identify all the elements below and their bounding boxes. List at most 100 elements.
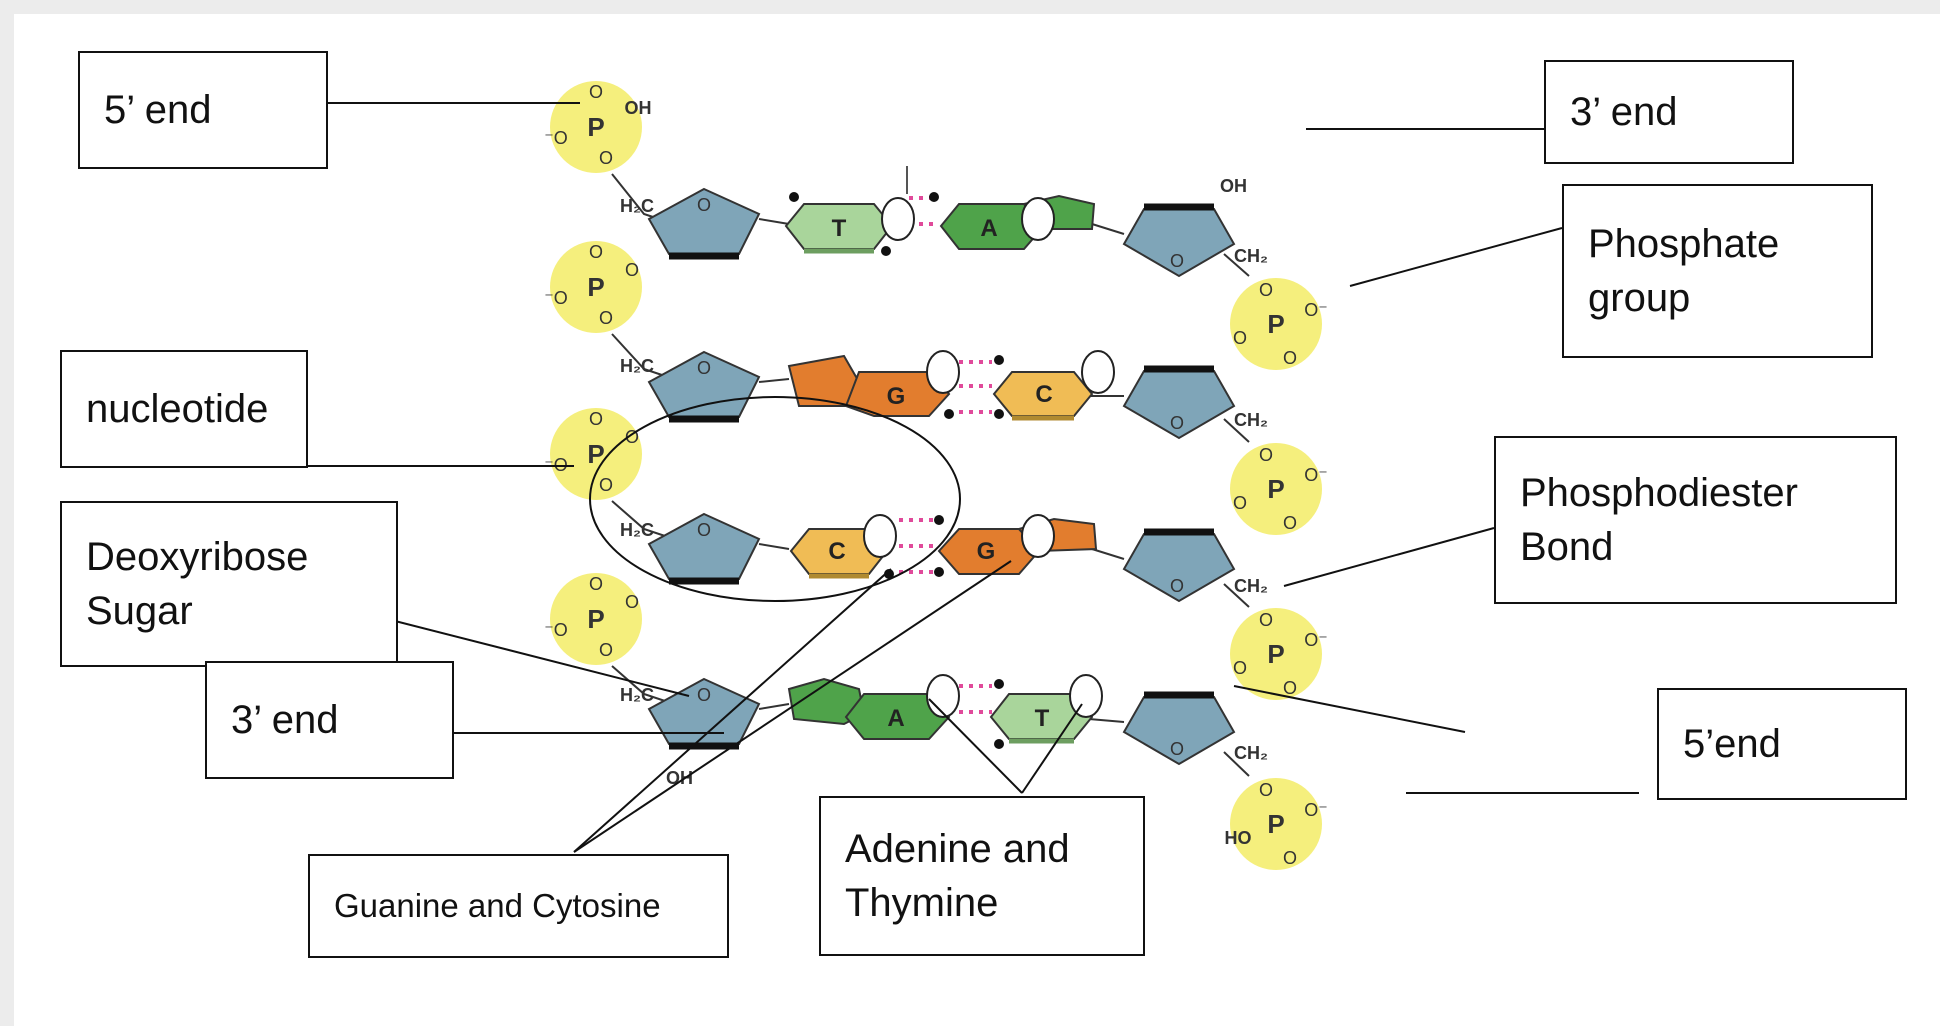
adenine-base: A [939,194,1096,250]
hydroxyl-label: OH [1220,176,1247,196]
oxygen-label: O [1259,610,1273,630]
phosphorus-label: P [587,112,604,142]
hydroxyl-label: OH [666,768,693,788]
ring-oxygen-label: O [697,358,711,378]
base-letter: A [887,705,904,732]
label-five-end-bottom: 5’end [1657,688,1907,800]
ring-oxygen-label: O [697,685,711,705]
label-adenine-thymine: Adenine and Thymine [819,796,1145,956]
label-five-end-top: 5’ end [78,51,328,169]
ring-oxygen-label: O [1170,413,1184,433]
base-pair-row-2: G C [787,350,1115,421]
diagram-canvas: P O ⁻O OH O P O ⁻O O O P O ⁻O O O P O ⁻O… [14,14,1940,1026]
guanine-base: G [937,517,1098,575]
oxygen-label: O [599,640,613,660]
oxygen-label: O [1259,280,1273,300]
h2c-label: H₂C [620,685,654,705]
base-pair-row-4: A T [787,674,1103,749]
oxygen-label: O [625,592,639,612]
oxygen-label: O [599,475,613,495]
base-letter: T [1035,705,1050,732]
oxygen-label: O [589,82,603,102]
label-phosphodiester-bond: Phosphodiester Bond [1494,436,1897,604]
blank-circle-marker[interactable] [1021,197,1055,241]
oxygen-label: O [589,409,603,429]
oxygen-minus-label: O⁻ [1304,630,1328,650]
blank-circle-marker[interactable] [1069,674,1103,718]
ring-oxygen-label: O [1170,251,1184,271]
ch2-label: CH₂ [1234,246,1268,266]
label-three-end-top: 3’ end [1544,60,1794,164]
oxygen-label: O [1283,678,1297,698]
bond-dots [789,192,939,256]
leader-lines [306,102,1639,853]
phosphorus-label: P [1267,309,1284,339]
oxygen-minus-label: ⁻O [544,620,568,640]
blank-circle-marker[interactable] [881,197,915,241]
oxygen-label: O [1283,348,1297,368]
phosphate-left-2: P O ⁻O O O [544,241,642,333]
blank-circle-marker[interactable] [1081,350,1115,394]
blank-circle-marker[interactable] [926,350,960,394]
ring-oxygen-label: O [697,195,711,215]
glycosidic-lines [758,218,1125,723]
ring-oxygen-label: O [1170,576,1184,596]
sugar-right-1: O [1122,203,1236,278]
bond-dots [884,515,944,579]
sugar-left-1: O [647,187,761,260]
oxygen-label: O [1283,513,1297,533]
phosphorus-label: P [1267,474,1284,504]
base-letter: G [977,538,996,565]
h2c-label: H₂C [620,520,654,540]
h2c-label: H₂C [620,356,654,376]
ch2-label: CH₂ [1234,743,1268,763]
phosphate-right-3: P O O⁻ O O [1230,608,1328,700]
methylene-labels: H₂C H₂C H₂C H₂C CH₂ CH₂ CH₂ CH₂ OH OH [620,176,1268,788]
phosphate-right-2: P O O⁻ O O [1230,443,1328,535]
cytosine-base: C [992,371,1094,421]
phosphorus-label: P [587,439,604,469]
bond-dots [944,355,1004,419]
oxygen-label: O [589,242,603,262]
phosphorus-label: P [587,604,604,634]
oxygen-label: O [1233,658,1247,678]
sugar-right-4: O [1122,691,1236,766]
phosphorus-label: P [1267,809,1284,839]
guanine-base: G [787,354,951,417]
sugar-right-3: O [1122,528,1236,603]
phosphorus-label: P [1267,639,1284,669]
oxygen-label: O [1283,848,1297,868]
dna-diagram: P O ⁻O OH O P O ⁻O O O P O ⁻O O O P O ⁻O… [306,81,1639,870]
blank-circle-marker[interactable] [863,514,897,558]
phosphate-left-1: P O ⁻O OH O [544,81,652,173]
oxygen-label: O [599,148,613,168]
ring-oxygen-label: O [697,520,711,540]
oxygen-label: O [1259,445,1273,465]
base-pair-row-1: T A [784,166,1096,256]
label-three-end-bottom: 3’ end [205,661,454,779]
oxygen-minus-label: O⁻ [1304,465,1328,485]
oxygen-label: O [1259,780,1273,800]
sugar-right-2: O [1122,365,1236,440]
base-pair-row-3: C G [789,514,1098,579]
h2c-label: H₂C [620,196,654,216]
base-letter: C [1035,381,1052,408]
oxygen-label: O [589,574,603,594]
base-letter: T [832,215,847,242]
label-deoxyribose-sugar: Deoxyribose Sugar [60,501,398,667]
adenine-base: A [787,677,951,740]
thymine-base: T [784,203,894,254]
oxygen-label: O [1233,493,1247,513]
blank-circle-marker[interactable] [926,674,960,718]
label-phosphate-group: Phosphate group [1562,184,1873,358]
oxygen-minus-label: ⁻O [544,128,568,148]
oxygen-minus-label: O⁻ [1304,800,1328,820]
ch2-label: CH₂ [1234,410,1268,430]
label-nucleotide: nucleotide [60,350,308,468]
sugar-left-4: O [647,677,761,750]
hydrogen-bonds [959,684,992,714]
blank-circle-marker[interactable] [1021,514,1055,558]
phosphate-left-3: P O ⁻O O O [544,408,642,500]
hydrogen-bonds [959,360,992,414]
base-letter: A [980,215,997,242]
